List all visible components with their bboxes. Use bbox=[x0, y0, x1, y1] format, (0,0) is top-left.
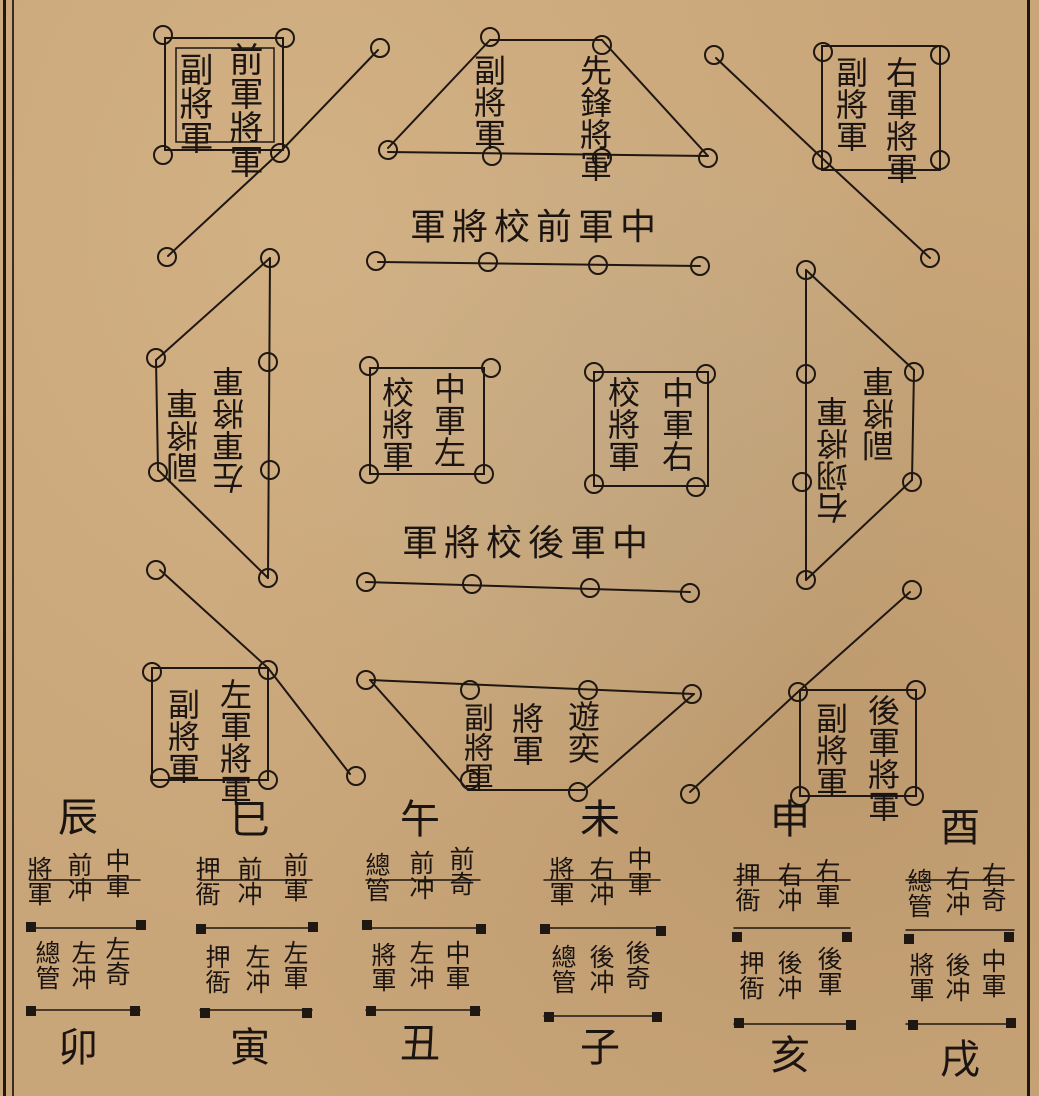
post-5-upper-col-2: 右冲 bbox=[774, 862, 803, 912]
left-side-unit-label-1: 左軍將軍 bbox=[211, 366, 249, 494]
post-5-lower-col-1: 押衙 bbox=[736, 950, 765, 1000]
post-6-lower-col-2: 後冲 bbox=[942, 952, 971, 1002]
branch-bottom-5: 亥 bbox=[770, 1033, 810, 1079]
post-4-upper-col-2: 右冲 bbox=[586, 856, 615, 906]
branch-bottom-6: 戌 bbox=[940, 1037, 980, 1083]
post-1-lower-col-1: 總管 bbox=[32, 940, 61, 990]
post-2-lower-col-2: 左冲 bbox=[242, 944, 271, 994]
branch-bottom-1: 卯 bbox=[58, 1025, 98, 1071]
rear-mid-unit-label-2: 將軍 bbox=[507, 702, 545, 766]
post-2-lower-col-1: 押衙 bbox=[202, 944, 231, 994]
post-6-upper-col-3: 右奇 bbox=[978, 862, 1007, 912]
post-4-upper-col-3: 中軍 bbox=[624, 846, 653, 896]
center-rear-label: 中軍後校將軍 bbox=[402, 523, 655, 564]
post-2-upper-col-1: 押衙 bbox=[192, 856, 221, 906]
post-1-lower-col-3: 左奇 bbox=[102, 936, 131, 986]
rear-mid-unit-trapezoid bbox=[369, 679, 695, 791]
front-mid-unit-label-2: 先鋒將軍 bbox=[575, 54, 613, 182]
center-right-unit-label-1: 校將軍 bbox=[603, 376, 641, 472]
rear-right-unit-label-1: 副將軍 bbox=[811, 702, 849, 798]
post-1-upper-col-1: 將軍 bbox=[24, 856, 53, 906]
front-right-unit-label-1: 右軍將軍 bbox=[881, 56, 919, 184]
center-left-unit-box bbox=[369, 367, 485, 475]
post-5-upper-col-1: 押衙 bbox=[732, 862, 761, 912]
branch-bottom-3: 丑 bbox=[400, 1021, 440, 1067]
post-1-upper-col-3: 中軍 bbox=[102, 848, 131, 898]
branch-bottom-2: 寅 bbox=[230, 1025, 270, 1071]
left-page-border-inner bbox=[12, 0, 14, 1096]
post-3-lower-col-3: 中軍 bbox=[442, 940, 471, 990]
rear-right-unit-box bbox=[689, 591, 917, 797]
left-side-unit-label-2: 副將軍 bbox=[165, 388, 203, 484]
post-markers bbox=[26, 920, 1016, 1030]
post-3-upper-col-1: 總管 bbox=[362, 852, 391, 902]
branch-top-2: 巳 bbox=[230, 797, 270, 843]
front-left-unit-box bbox=[164, 37, 379, 257]
center-left-unit-label-2: 中軍左 bbox=[429, 372, 467, 468]
branch-top-4: 未 bbox=[580, 797, 620, 843]
center-right-unit-box bbox=[593, 371, 709, 487]
post-1-upper-col-2: 前冲 bbox=[64, 852, 93, 902]
branch-top-3: 午 bbox=[400, 797, 440, 843]
front-left-unit-label-2: 前軍將軍 bbox=[223, 42, 263, 178]
post-3-upper-col-2: 前冲 bbox=[406, 850, 435, 900]
post-4-upper-col-1: 將軍 bbox=[546, 856, 575, 906]
post-3-upper-col-3: 前奇 bbox=[446, 846, 475, 896]
rear-left-unit-label-1: 副將軍 bbox=[163, 688, 201, 784]
right-side-unit-label-2: 右翊將軍 bbox=[815, 396, 853, 524]
center-right-unit-label-2: 中軍右 bbox=[657, 376, 695, 472]
front-left-unit-label-1: 副將軍 bbox=[173, 52, 213, 154]
post-6-lower-col-3: 中軍 bbox=[978, 948, 1007, 998]
post-4-lower-col-3: 後奇 bbox=[622, 940, 651, 990]
branch-top-5: 申 bbox=[770, 797, 810, 843]
post-3-lower-col-1: 將軍 bbox=[368, 942, 397, 992]
post-2-upper-col-2: 前冲 bbox=[234, 856, 263, 906]
post-frames bbox=[29, 879, 1015, 1025]
post-5-lower-col-2: 後冲 bbox=[774, 950, 803, 1000]
rear-mid-unit-label-3: 遊奕 bbox=[563, 700, 601, 764]
rear-right-unit-label-2: 後軍將軍 bbox=[863, 694, 901, 822]
post-6-upper-col-1: 總管 bbox=[904, 868, 933, 918]
post-6-upper-col-2: 右冲 bbox=[942, 866, 971, 916]
post-5-lower-col-3: 後軍 bbox=[814, 946, 843, 996]
post-2-lower-col-3: 左軍 bbox=[280, 940, 309, 990]
left-side-unit-trapezoid bbox=[155, 257, 271, 579]
rear-center-line bbox=[365, 581, 691, 593]
branch-top-6: 酉 bbox=[940, 805, 980, 851]
right-side-unit-label-1: 副將軍 bbox=[861, 366, 899, 462]
post-2-upper-col-3: 前軍 bbox=[280, 852, 309, 902]
rear-mid-unit-label-1: 副將軍 bbox=[458, 702, 493, 792]
branch-top-1: 辰 bbox=[58, 795, 98, 841]
right-page-border bbox=[1027, 0, 1030, 1096]
post-3-lower-col-2: 左冲 bbox=[406, 940, 435, 990]
post-4-lower-col-1: 總管 bbox=[548, 944, 577, 994]
left-page-border bbox=[3, 0, 6, 1096]
rear-left-unit-label-2: 左軍將軍 bbox=[215, 678, 253, 806]
post-6-lower-col-1: 將軍 bbox=[906, 952, 935, 1002]
branch-bottom-4: 子 bbox=[580, 1025, 620, 1071]
post-5-upper-col-3: 右軍 bbox=[812, 858, 841, 908]
center-front-label: 中軍前校將軍 bbox=[410, 207, 663, 248]
front-mid-unit-label-1: 副將軍 bbox=[469, 54, 507, 150]
right-side-unit-trapezoid bbox=[805, 269, 915, 581]
front-center-line bbox=[377, 261, 701, 267]
front-mid-unit-trapezoid bbox=[387, 39, 709, 157]
front-right-unit-label-2: 副將軍 bbox=[831, 56, 869, 152]
rear-left-unit-box bbox=[151, 569, 351, 781]
center-left-unit-label-1: 校將軍 bbox=[377, 376, 415, 472]
post-4-lower-col-2: 後冲 bbox=[586, 944, 615, 994]
post-1-lower-col-2: 左冲 bbox=[68, 940, 97, 990]
